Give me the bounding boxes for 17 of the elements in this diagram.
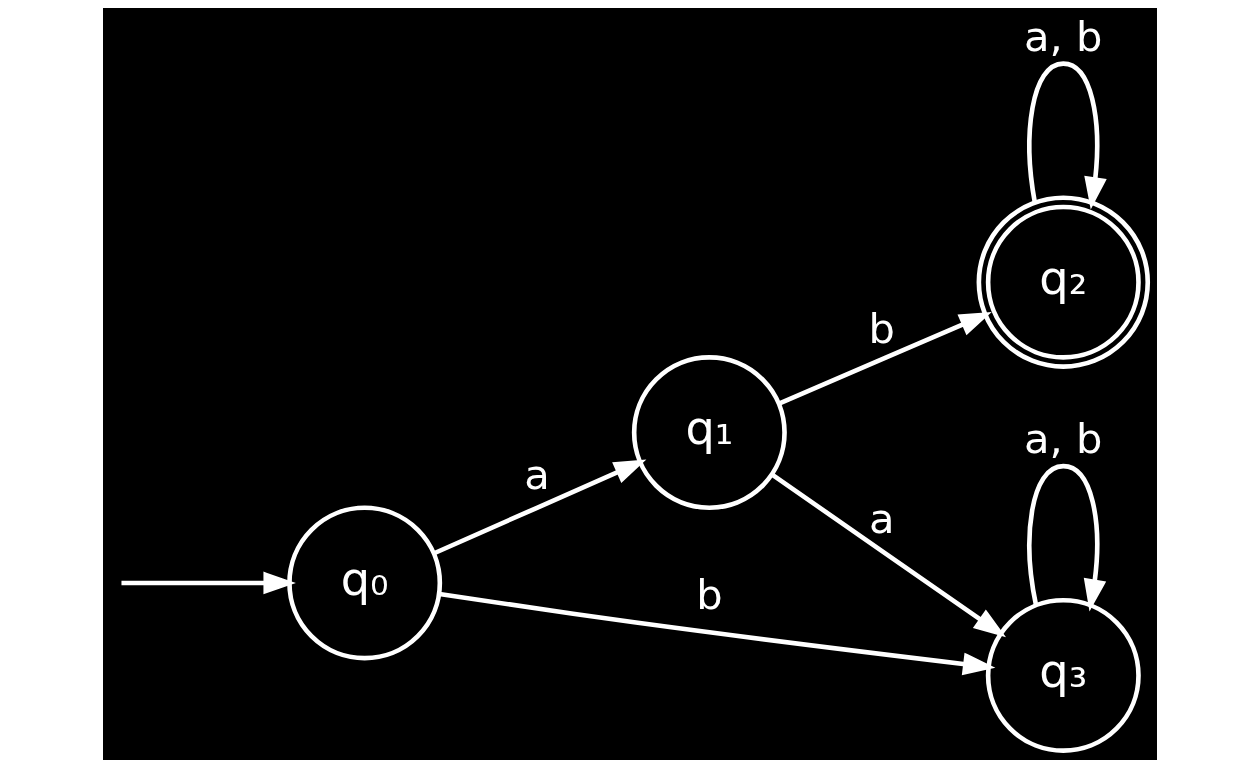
node-circle: q₁ <box>631 355 787 511</box>
edge-label: a <box>523 450 550 500</box>
edge-label: b <box>867 304 895 354</box>
edge-label: a, b <box>1023 414 1103 464</box>
arrow <box>432 459 646 556</box>
node-circle: q₃ <box>985 598 1141 753</box>
arrow <box>777 312 992 406</box>
node-circle: q₂ <box>976 195 1150 369</box>
arrow <box>438 591 995 676</box>
arrow <box>1026 463 1106 612</box>
arrow <box>770 473 1006 638</box>
arrow <box>120 571 296 595</box>
arrow <box>1026 61 1107 210</box>
edge-label: a <box>868 493 894 543</box>
node-circle: q₀ <box>286 505 442 661</box>
edge-label: a, b <box>1023 11 1103 61</box>
edge-label: b <box>695 570 723 620</box>
